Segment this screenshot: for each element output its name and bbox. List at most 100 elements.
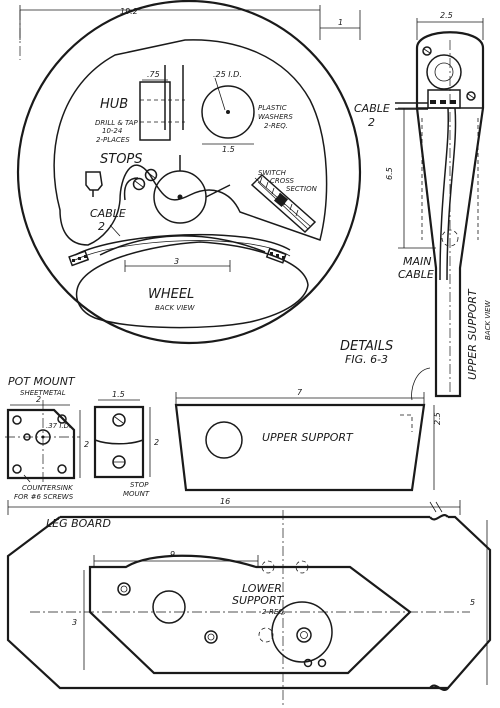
mount-screw-top [422,46,432,56]
pot-knob-inner [434,62,454,82]
plastic-label: PLASTIC [258,104,287,112]
spoke-lower-curve [99,235,266,256]
csk-tr [57,414,67,424]
hub-label: HUB [100,97,128,112]
lower-hole-small-2 [204,630,218,644]
lower-hole-round [271,601,333,663]
upper-support-label: UPPER SUPPORT [262,431,354,444]
sheetmetal-label: SHEETMETAL [20,389,66,397]
wheel-diameter-dim: 19.2 [120,7,138,16]
top-width-dim: 2.5 [440,11,453,20]
lower-support-outline [88,554,412,675]
washer-od-dim: 1.5 [222,145,235,154]
pot-body [427,89,461,109]
plastic-washer [201,85,255,139]
lower-hole-pair-1 [303,658,313,668]
pot-width-dim: 2 [36,395,41,404]
stop-part [85,171,103,191]
leg-width-dim: 16 [220,497,230,506]
main-cable-label-1: MAIN [403,255,432,268]
wheel-label: WHEEL [148,287,194,302]
csk-br [57,464,67,474]
wheel-lower-opening [75,241,309,329]
back-view-label: BACK VIEW [155,304,196,312]
leg-height-dim: 5 [470,598,475,607]
lower-height-dim: 3 [72,618,77,627]
upper-width-dim: 7 [297,388,303,397]
countersink-label-2: FOR #6 SCREWS [14,493,74,501]
switch-cross-section [250,173,317,234]
countersink-label-1: COUNTERSINK [22,484,74,492]
pot-mount: POT MOUNT SHEETMETAL .37 I.D. 2 2 COUNTE… [5,375,89,501]
stop-screw-slot-2 [146,171,156,179]
main-cable-run [439,107,457,281]
washer-id-dim: .25 I.D. [213,70,242,79]
washer-req-label: 2-REQ. [264,122,288,130]
pot-hole-dim: .37 I.D. [46,422,71,430]
figure-number: FIG. 6-3 [345,353,388,366]
lower-hole-pair-2 [317,658,327,668]
upper-support-detail: 7 2.5 UPPER SUPPORT [174,388,442,492]
washer-hole [226,110,230,114]
hub-width-dim: .75 [147,70,160,79]
wheel-outer-rim [16,0,362,345]
stops-label: STOPS [100,152,143,167]
stop-arc [123,177,139,201]
lower-hole-inner [296,627,312,643]
lower-support-label-1: LOWER [242,582,282,595]
pot-terminals [430,100,456,104]
stop-mount-label-1: STOP [130,481,149,489]
steering-wheel: .75 HUB DRILL & TAP 10-24 2-PLACES .25 I… [16,0,362,345]
right-switch-block [265,247,287,264]
csk-bl [12,464,22,474]
switch-label-2: CROSS [270,177,294,185]
stop-height-dim: 2 [154,438,159,447]
hub-shaft [164,65,184,130]
stop-mount-plate [93,405,145,479]
details-arrow [411,367,431,401]
stop-width-dim: 1.5 [112,390,125,399]
lower-hole-dashed-3 [258,627,274,643]
hub-block [139,81,171,141]
leg-board-outline [6,515,492,690]
upper-support-side-label: UPPER SUPPORT [466,288,479,380]
washer-id-leader [214,77,226,111]
wheel-rim-dim: 1 [338,18,343,27]
left-switch-block [68,250,90,267]
upper-support-plate [174,403,426,492]
cable-side-label: CABLE [354,102,390,115]
switch-label-3: SECTION [286,185,318,193]
washers-label: WASHERS [258,113,293,121]
stop-screw-slot-1 [134,180,144,188]
lower-width-dim: 9 [170,550,175,559]
drill-label-1: DRILL & TAP [95,119,138,127]
stop-mount-label-2: MOUNT [123,490,150,498]
cable-label: CABLE [90,207,126,220]
center-hub-spoke [179,155,231,198]
lower-support-label-2: SUPPORT [232,594,285,607]
stop-screw-2 [144,168,158,182]
wheel-inner-opening [53,39,328,246]
stop-mount-screw-top [112,413,126,427]
lower-hole-small-1 [117,582,131,596]
pot-height-dim: 2 [84,440,89,449]
mount-screw-bottom [466,91,476,101]
stop-mount: 1.5 2 STOP MOUNT [93,390,159,498]
switch-label-1: SWITCH [258,169,287,177]
lower-support-label-3: 2-REQ. [262,608,286,616]
leg-board-label: LEG BOARD [46,517,111,530]
csk-tl [12,415,22,425]
center-hub-inner [177,194,183,200]
lower-hole-dashed-1 [261,560,275,574]
cable-side-number: 2 [368,116,375,129]
stop-screw-1 [132,177,146,191]
spoke-dim: 3 [174,257,179,266]
cable-leader [109,224,121,237]
upper-support-side-view: 2.5 6.5 CABLE 2 MAIN CABLE UPPER SUPPORT… [354,11,492,398]
drill-label-2: 10-24 [102,127,122,135]
upper-height-dim: 6.5 [385,167,394,180]
details-title: DETAILS [340,339,393,354]
pot-mount-label: POT MOUNT [8,375,76,388]
lower-hole-large [152,590,186,624]
